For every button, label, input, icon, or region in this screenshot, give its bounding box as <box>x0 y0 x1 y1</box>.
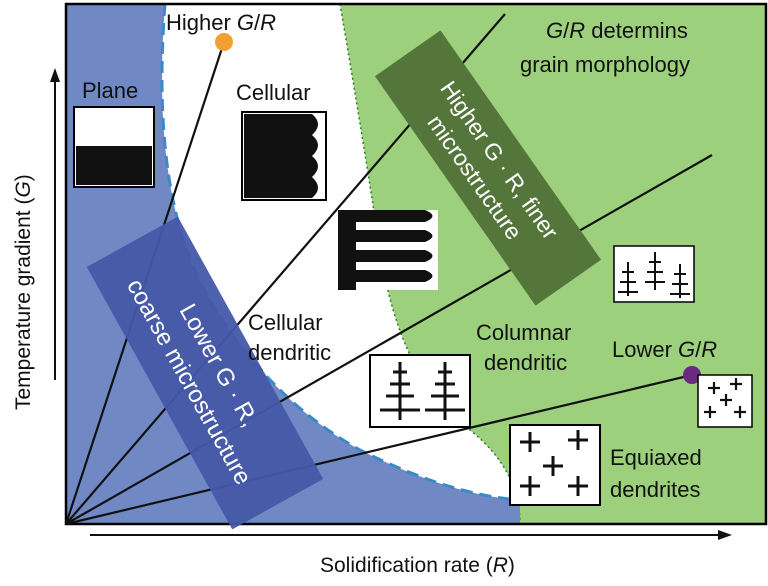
columnar-dendritic-morphology-icon <box>369 354 471 428</box>
y-axis-arrow <box>50 68 60 380</box>
cellular-morphology-icon <box>241 111 327 201</box>
x-axis-label: Solidification rate (R) <box>320 554 515 577</box>
frame-border <box>64 2 768 526</box>
cellular-dendritic-morphology-icon <box>338 210 438 290</box>
lower-gr-label: Lower G/R <box>612 337 717 362</box>
cellular-dendritic-label-2: dendritic <box>248 340 331 365</box>
note-line1: G/R determins <box>546 18 688 43</box>
higher-gr-dot <box>215 33 233 51</box>
plane-morphology-icon <box>73 106 155 188</box>
y-axis-label: Temperature gradient (G) <box>12 174 35 410</box>
fine-columnar-morphology-icon <box>613 245 695 303</box>
x-axis-arrow <box>90 530 732 540</box>
higher-gr-label: Higher G/R <box>166 10 276 35</box>
plane-label: Plane <box>82 78 138 103</box>
fine-equiaxed-morphology-icon <box>697 374 753 428</box>
note-line2: grain morphology <box>520 52 690 77</box>
cellular-label: Cellular <box>236 80 311 105</box>
equiaxed-label-1: Equiaxed <box>610 445 702 470</box>
lower-gr-dot <box>683 366 701 384</box>
equiaxed-dendrites-morphology-icon <box>509 424 601 506</box>
columnar-dendritic-label-2: dendritic <box>484 350 567 375</box>
equiaxed-label-2: dendrites <box>610 477 701 502</box>
columnar-dendritic-label-1: Columnar <box>476 320 571 345</box>
green-region-edge <box>339 3 521 525</box>
cellular-dendritic-label-1: Cellular <box>248 310 323 335</box>
